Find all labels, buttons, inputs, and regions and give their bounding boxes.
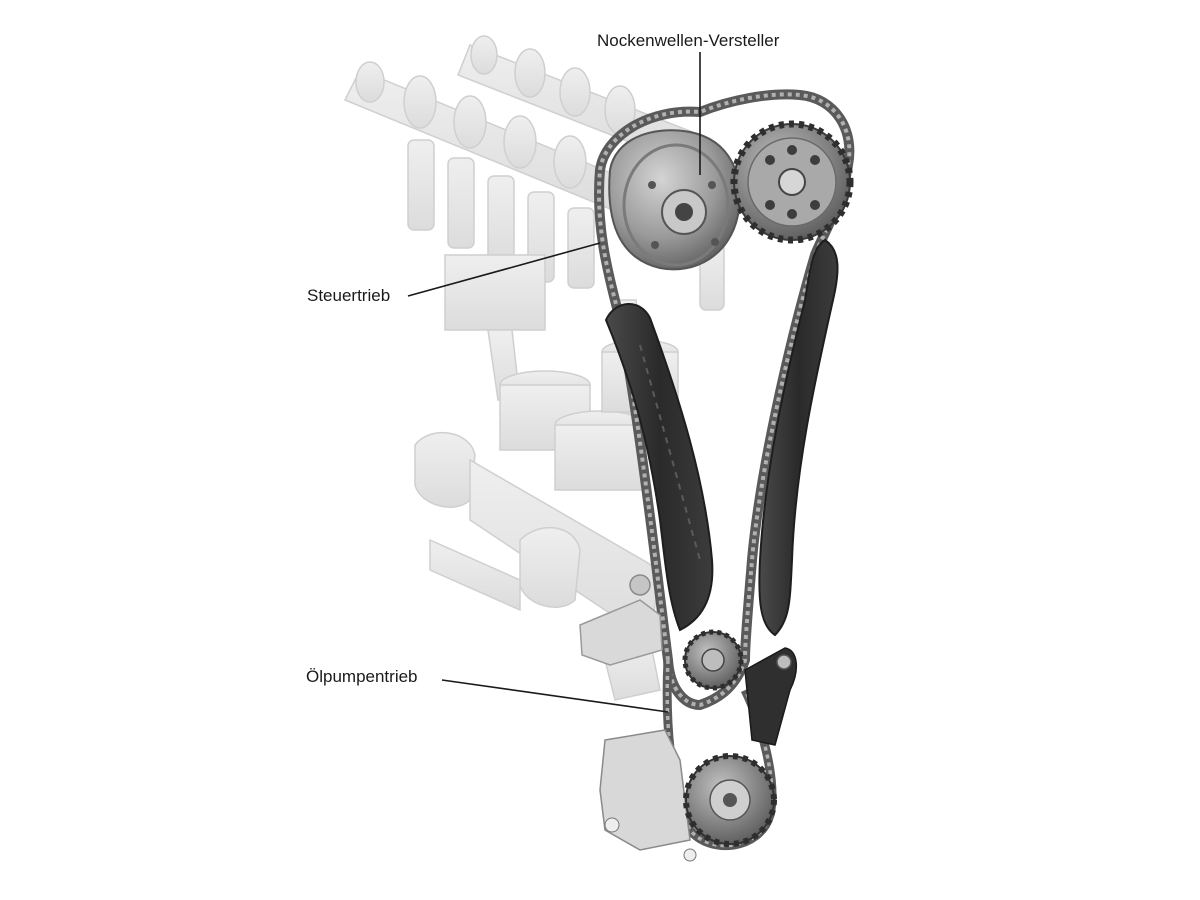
sprocket-icon bbox=[730, 120, 854, 244]
oil-pump-icon bbox=[599, 729, 777, 862]
chain-tensioner bbox=[579, 574, 663, 666]
label-timing-drive: Steuertrieb bbox=[307, 286, 391, 305]
label-camshaft-adjuster: Nockenwellen-Versteller bbox=[597, 31, 780, 50]
leader-lines bbox=[407, 52, 701, 713]
label-oil-pump-drive: Ölpumpentrieb bbox=[306, 667, 418, 686]
crank-sprocket-icon bbox=[682, 629, 744, 691]
oil-pump-guide bbox=[744, 647, 797, 746]
leader-line-oelpumpe bbox=[441, 679, 669, 713]
upper-piston bbox=[444, 254, 546, 331]
camshaft-adjuster-icon bbox=[608, 129, 741, 271]
tensioner-rail bbox=[604, 303, 714, 632]
crankshaft bbox=[414, 431, 661, 701]
guide-bolt bbox=[776, 654, 792, 670]
ghost-engine bbox=[343, 35, 725, 701]
camshaft-intake bbox=[343, 61, 642, 216]
guide-rail bbox=[758, 238, 839, 637]
tensioner-rail-ribs bbox=[639, 344, 701, 561]
leader-line-steuertrieb bbox=[407, 242, 601, 297]
